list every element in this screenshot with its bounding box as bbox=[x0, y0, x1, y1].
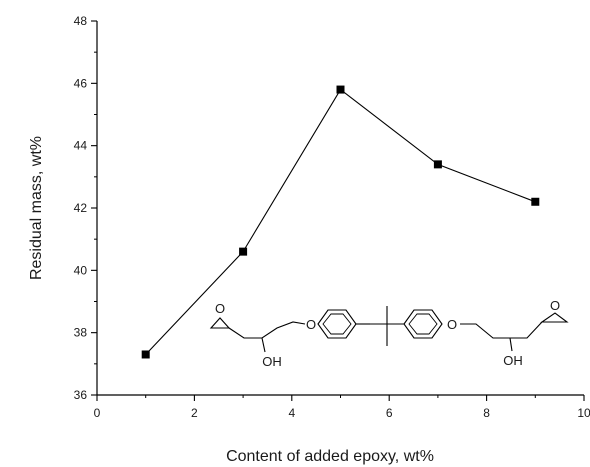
data-point-4 bbox=[433, 160, 442, 169]
y-tick-label-36: 36 bbox=[74, 388, 88, 402]
right-chain bbox=[460, 321, 543, 339]
y-tick-label-42: 42 bbox=[74, 201, 88, 215]
axes bbox=[96, 21, 584, 396]
chem-label-o2: O bbox=[306, 317, 316, 332]
y-tick-label-44: 44 bbox=[74, 139, 88, 153]
right-epoxide-ring bbox=[540, 312, 569, 323]
chem-label-o3: O bbox=[447, 317, 457, 332]
y-tick-label-38: 38 bbox=[74, 326, 88, 340]
x-tick-label-10: 10 bbox=[577, 406, 590, 420]
right-benzene-inner bbox=[408, 313, 438, 335]
y-tick-label-48: 48 bbox=[74, 14, 88, 28]
x-tick-label-2: 2 bbox=[191, 406, 198, 420]
right-benzene-ring bbox=[403, 309, 443, 339]
y-tick-label-40: 40 bbox=[74, 263, 88, 277]
chemical-structure-labels: O O OH O O OH bbox=[215, 298, 560, 369]
left-chain bbox=[228, 321, 306, 339]
chem-label-o1: O bbox=[215, 301, 225, 316]
series-group bbox=[141, 85, 540, 359]
left-benzene-inner bbox=[322, 313, 352, 335]
y-tick-label-46: 46 bbox=[74, 76, 88, 90]
y-axis-title: Residual mass, wt% bbox=[28, 136, 45, 280]
series-line bbox=[145, 88, 536, 355]
left-oh-bond bbox=[261, 337, 266, 353]
data-point-2 bbox=[239, 247, 248, 256]
data-point-3 bbox=[336, 85, 345, 94]
x-tick-label-4: 4 bbox=[288, 406, 295, 420]
data-point-5 bbox=[531, 197, 540, 206]
x-tick-label-0: 0 bbox=[94, 406, 101, 420]
chem-label-oh1: OH bbox=[262, 354, 282, 369]
x-tick-label-8: 8 bbox=[483, 406, 490, 420]
chem-label-o4: O bbox=[550, 298, 560, 313]
chem-label-oh2: OH bbox=[503, 353, 523, 368]
x-tick-label-6: 6 bbox=[386, 406, 393, 420]
right-oh-bond bbox=[509, 337, 513, 352]
left-epoxide-ring bbox=[209, 317, 231, 329]
ticks bbox=[91, 20, 585, 401]
x-axis-title: Content of added epoxy, wt% bbox=[226, 448, 434, 465]
data-point-1 bbox=[141, 350, 150, 359]
chemical-structure bbox=[209, 306, 569, 353]
